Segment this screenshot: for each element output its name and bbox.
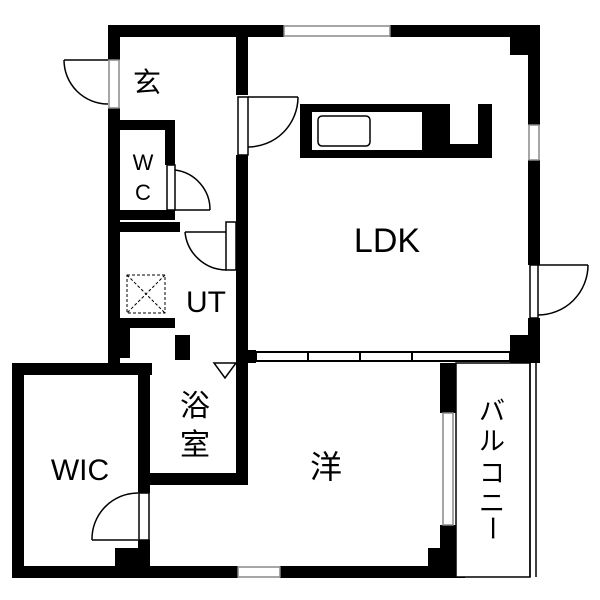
label-ut: UT <box>186 286 226 319</box>
ldk-right-door <box>529 264 589 319</box>
label-western: 洋 <box>310 448 342 486</box>
window-western-balcony <box>442 412 454 526</box>
label-balcony-char: ー <box>476 515 506 541</box>
window-ldk-right <box>528 124 540 161</box>
label-ldk: LDK <box>354 222 420 260</box>
label-balcony-char: コ <box>479 459 505 489</box>
washer-pan <box>126 274 166 314</box>
kitchen-counter <box>300 104 492 158</box>
label-bath-bottom: 室 <box>180 428 210 463</box>
window-bottom <box>237 566 281 578</box>
wc-door <box>166 164 211 211</box>
label-bath-top: 浴 <box>180 389 210 424</box>
label-balcony-char: ニ <box>479 489 505 519</box>
ut-door <box>184 221 237 271</box>
label-balcony-char: バ <box>479 397 505 427</box>
windows <box>108 25 540 578</box>
walls <box>12 25 540 578</box>
label-wic: WIC <box>51 454 109 487</box>
label-wc-w: W <box>133 150 154 175</box>
window-top <box>283 25 391 37</box>
ldk-door <box>237 96 299 156</box>
label-balcony-char: ル <box>479 427 505 457</box>
window-entrance-left <box>108 59 120 109</box>
label-balcony: バ ル コ ニ ー <box>476 397 506 541</box>
doors <box>63 59 589 541</box>
balcony <box>442 362 537 578</box>
entrance-door <box>63 59 109 105</box>
label-wc-c: C <box>135 180 151 205</box>
sliding-doors <box>255 351 511 362</box>
wic-door <box>91 492 150 541</box>
label-genkan: 玄 <box>133 66 161 99</box>
bath-door-marker <box>212 362 238 380</box>
